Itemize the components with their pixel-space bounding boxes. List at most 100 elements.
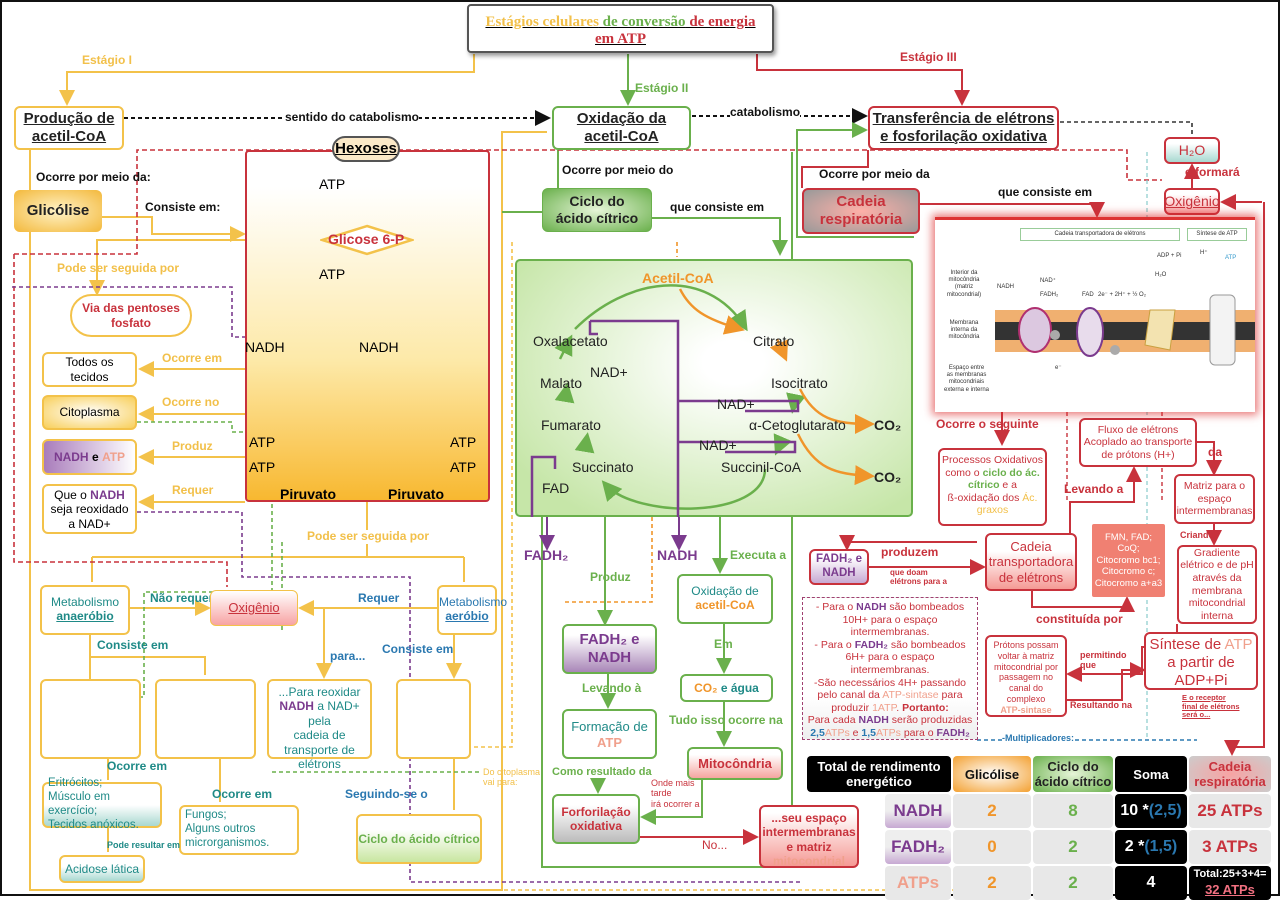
cell-cadeia: 25 ATPs — [1189, 794, 1271, 828]
producao-acetil-coa-box[interactable]: Produção de acetil-CoA — [14, 106, 124, 150]
oxigenio-node[interactable]: Oxigênio — [210, 590, 298, 626]
text: ATPs — [876, 726, 901, 739]
edge-em: Em — [714, 637, 733, 651]
piruvato-2: Piruvato — [388, 486, 445, 502]
fad-label: FAD — [542, 480, 570, 496]
empty-box-2[interactable] — [155, 679, 256, 759]
text: seja reoxidado a NAD+ — [50, 502, 129, 531]
cell-glicolise: 2 — [953, 866, 1031, 900]
empty-box-3[interactable] — [396, 679, 471, 759]
stage-iii-label: Estágio III — [900, 50, 957, 64]
fluxo-eletrons-node[interactable]: Fluxo de elétrons Acoplado ao transporte… — [1079, 418, 1197, 467]
nadh-output: NADH — [657, 547, 698, 563]
protons-node[interactable]: Prótons possam voltar à matriz mitocondr… — [985, 635, 1067, 717]
text: anaeróbio — [56, 609, 114, 624]
nadh-output-2: NADH — [359, 339, 399, 355]
nad-plus-3: NAD+ — [699, 437, 737, 453]
componentes-node[interactable]: FMN, FAD; CoQ; Citocromo bc1; Citocromo … — [1092, 524, 1165, 597]
text: mitocondrial — [772, 854, 845, 869]
header-glicolise: Glicólise — [953, 756, 1031, 792]
text: Para cada — [807, 714, 856, 727]
edge-resultando-na: Resultando na — [1070, 700, 1133, 710]
text: FADH₂ — [936, 726, 970, 739]
nad-plus-2: NAD+ — [717, 396, 755, 412]
hexoses-node: Hexoses — [332, 136, 400, 162]
map-title: Estágios celulares de conversão de energ… — [467, 4, 774, 53]
empty-box-1[interactable] — [40, 679, 141, 759]
nadh-text: NADH — [53, 449, 89, 464]
ciclo-acido-citrico-node-2[interactable]: Ciclo do ácido cítrico — [356, 814, 482, 864]
title-part-3: de energia — [685, 14, 756, 30]
via-pentoses-node[interactable]: Via das pentoses fosfato — [70, 294, 192, 337]
acidose-latica-node[interactable]: Acidose lática — [59, 855, 145, 883]
edge-sentido-catabolismo: sentido do catabolismo — [285, 110, 420, 125]
table-row: ATPs 2 2 4 Total:25+3+4=32 ATPs — [807, 866, 1271, 900]
matriz-espaco-node[interactable]: Matriz para o espaço intermembranas — [1174, 474, 1255, 524]
text: FADH₂ — [854, 638, 888, 651]
figure-side-3: Espaço entre as membranas mitocondriais … — [943, 365, 990, 393]
fungos-node[interactable]: Fungos; Alguns outros microrganismos. — [179, 805, 299, 855]
table-row: NADH 2 8 10 *(2,5) 25 ATPs — [807, 794, 1271, 828]
text: serão produzidas — [891, 714, 973, 727]
cadeia-respiratoria-node[interactable]: Cadeia respiratória — [802, 188, 920, 234]
oxigenio-node-2[interactable]: Oxigênio — [1164, 188, 1220, 215]
processos-oxidativos-node[interactable]: Processos Oxidativos como o ciclo do ác.… — [938, 448, 1047, 526]
reoxidar-nadh-node[interactable]: ...Para reoxidar NADH a NAD+ pela cadeia… — [267, 679, 372, 771]
edge-ocorre-em-3: Ocorre em — [212, 787, 273, 801]
nadh-reoxidado-node[interactable]: Que o NADH seja reoxidado a NAD+ — [42, 484, 137, 534]
stage-i-label: Estágio I — [82, 53, 133, 67]
text: 1,5 — [861, 726, 877, 739]
co2-agua-node[interactable]: CO₂ e água — [680, 674, 773, 702]
edge-requer-1: Requer — [172, 483, 214, 497]
glicose-6p-diamond — [320, 224, 414, 256]
ciclo-acido-citrico-header[interactable]: Ciclo do ácido cítrico — [542, 188, 652, 232]
cell-total: Total:25+3+4=32 ATPs — [1189, 866, 1271, 900]
figure-equation: 2e⁻ + 2H⁺ + ½ O₂ — [1098, 292, 1147, 298]
row-label-atps: ATPs — [885, 866, 951, 900]
mitocondria-node[interactable]: Mitocôndria — [687, 747, 783, 780]
edge-constituida-por: constituída por — [1036, 612, 1123, 626]
nad-plus-1: NAD+ — [590, 364, 628, 380]
transferencia-eletrons-box[interactable]: Transferência de elétrons e fosforilação… — [868, 106, 1059, 150]
text: (1,5) — [1144, 838, 1178, 855]
text: Prótons possam voltar à matriz mitocondr… — [993, 640, 1059, 704]
co2-output-1: CO₂ — [874, 417, 902, 433]
text: ATP-sintase — [882, 689, 939, 702]
text: 10 * — [1120, 802, 1149, 819]
text: são bombeados 6H+ para o espaço intermem… — [845, 638, 966, 676]
nadh-text: NADH — [90, 488, 125, 502]
eritrocitos-node[interactable]: Eritrócitos; Músculo em exercício; Tecid… — [42, 777, 162, 831]
oxidacao-acetil-coa-box[interactable]: Oxidação da acetil-CoA — [552, 106, 691, 150]
fosforilacao-oxidativa-node[interactable]: Forforilação oxidativa — [552, 794, 640, 844]
edge-como-resultado: Como resultado da — [552, 766, 652, 778]
gradiente-node[interactable]: Gradiente elétrico e de pH através da me… — [1177, 545, 1257, 624]
nadh-atp-node[interactable]: NADH e ATP — [42, 439, 137, 475]
co2-output-2: CO₂ — [874, 469, 902, 485]
cadeia-transportadora-node[interactable]: Cadeia transportadora de elétrons — [985, 533, 1077, 591]
edge-ocorre-meio-do: Ocorre por meio do — [562, 163, 674, 177]
todos-tecidos-node[interactable]: Todos os tecidos — [42, 352, 137, 387]
sintese-atp-node[interactable]: Síntese de ATP a partir de ADP+Pi — [1144, 632, 1258, 690]
edge-ocorre-em-1: Ocorre em — [162, 351, 223, 365]
header-cadeia: Cadeia respiratória — [1189, 756, 1271, 792]
edge-multiplicadores: -Multiplicadores: — [1002, 733, 1075, 744]
fadh2-nadh-node-2[interactable]: FADH₂ e NADH — [809, 549, 869, 585]
h2o-node[interactable]: H₂O — [1164, 137, 1220, 164]
edge-da: da — [1208, 445, 1223, 459]
citoplasma-node[interactable]: Citoplasma — [42, 395, 137, 430]
cell-ciclo: 8 — [1033, 794, 1113, 828]
glicolise-box[interactable]: Glicólise — [14, 190, 102, 232]
fadh2-nadh-node[interactable]: FADH₂ e NADH — [562, 624, 657, 674]
text: ...seu espaço intermembranas e matriz — [762, 811, 856, 854]
malato-label: Malato — [540, 375, 583, 391]
text: Que o — [54, 488, 91, 502]
edge-onde-mais-tarde: Onde mais tarde irá ocorrer a — [651, 778, 700, 809]
stage-ii-label: Estágio II — [635, 81, 689, 95]
text: 32 ATPs — [1205, 881, 1255, 897]
krebs-cycle-arrows — [530, 284, 875, 517]
